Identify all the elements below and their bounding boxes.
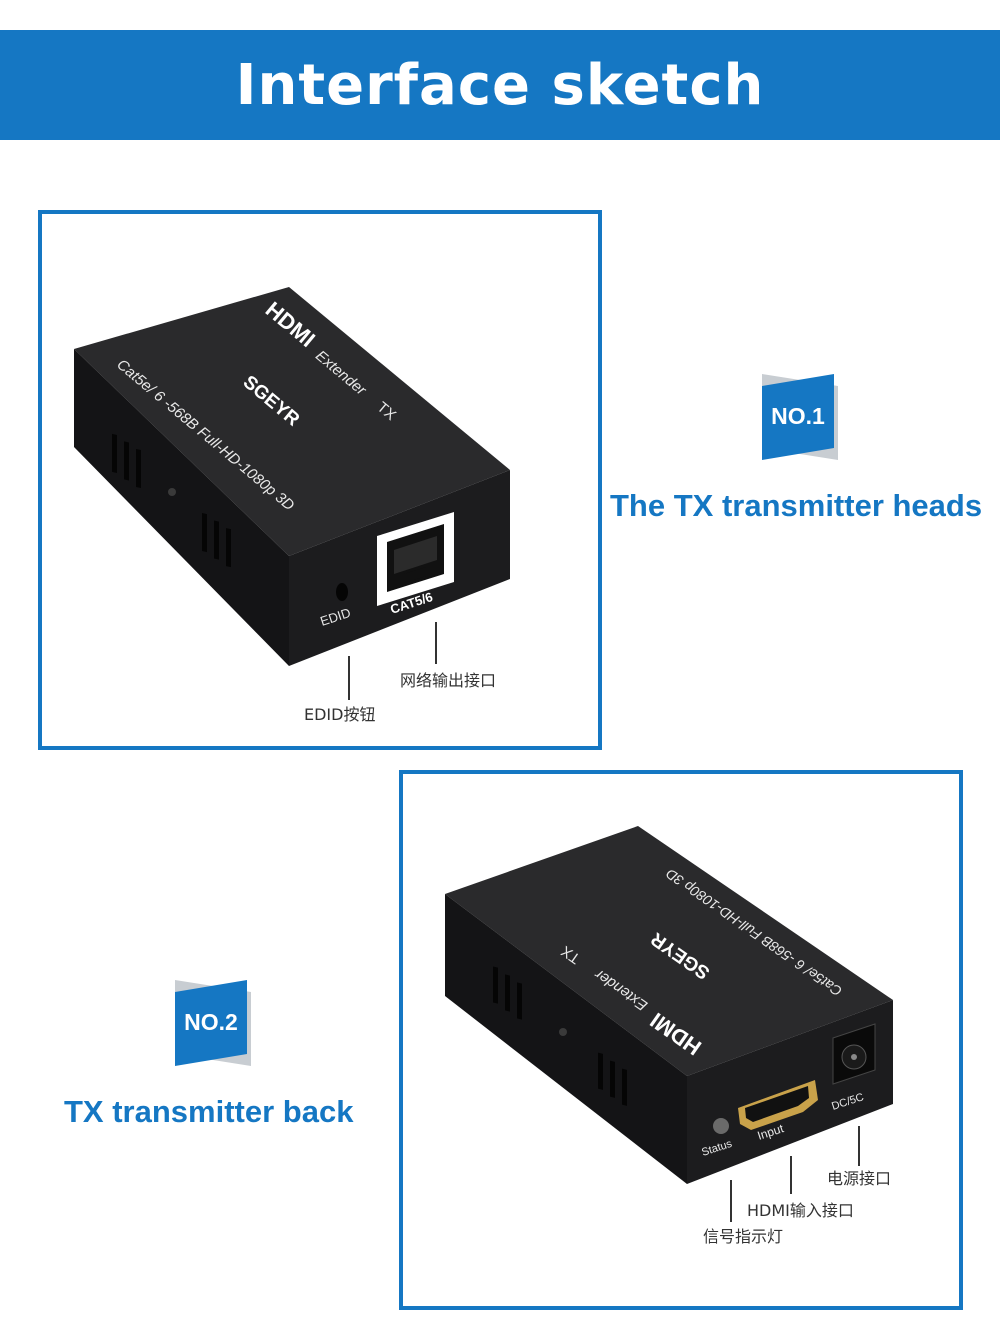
hdmi-input-callout: HDMI输入接口 <box>747 1201 854 1220</box>
tx-front-device-illustration: HDMI Extender TX SGEYR Cat5e/ 6 -568B Fu… <box>74 287 510 724</box>
device-top-face <box>445 826 893 1076</box>
power-port-callout: 电源接口 <box>827 1169 891 1188</box>
no2-badge-label: NO.2 <box>184 1009 238 1035</box>
side-vents <box>112 433 231 568</box>
section-1-caption: The TX transmitter heads <box>610 488 983 523</box>
no2-badge: NO.2 <box>175 980 251 1066</box>
cat-port <box>377 512 454 606</box>
status-led <box>713 1118 729 1134</box>
edid-button-callout: EDID按钮 <box>304 705 375 724</box>
no1-badge: NO.1 <box>762 374 838 460</box>
tx-back-photo-frame: HDMI Extender TX SGEYR Cat5e/ 6 -568B Fu… <box>399 770 963 1310</box>
section-2-caption: TX transmitter back <box>64 1094 354 1129</box>
hdmi-input-port <box>738 1080 818 1130</box>
dc-power-jack <box>832 1023 876 1085</box>
device-left-side <box>445 894 687 1184</box>
signal-light-callout: 信号指示灯 <box>703 1227 783 1246</box>
edid-button <box>336 583 348 601</box>
side-vents <box>493 966 627 1106</box>
screw-icon <box>168 488 176 496</box>
page-title: Interface sketch <box>235 52 765 118</box>
header-banner: Interface sketch <box>0 30 1000 140</box>
tx-back-device-illustration: HDMI Extender TX SGEYR Cat5e/ 6 -568B Fu… <box>445 826 893 1246</box>
no1-badge-label: NO.1 <box>771 403 825 429</box>
tx-front-photo-frame: HDMI Extender TX SGEYR Cat5e/ 6 -568B Fu… <box>38 210 602 750</box>
screw-icon <box>559 1028 567 1036</box>
network-output-callout: 网络输出接口 <box>400 671 496 690</box>
device-top-face <box>74 287 510 556</box>
device-left-side <box>74 349 289 666</box>
